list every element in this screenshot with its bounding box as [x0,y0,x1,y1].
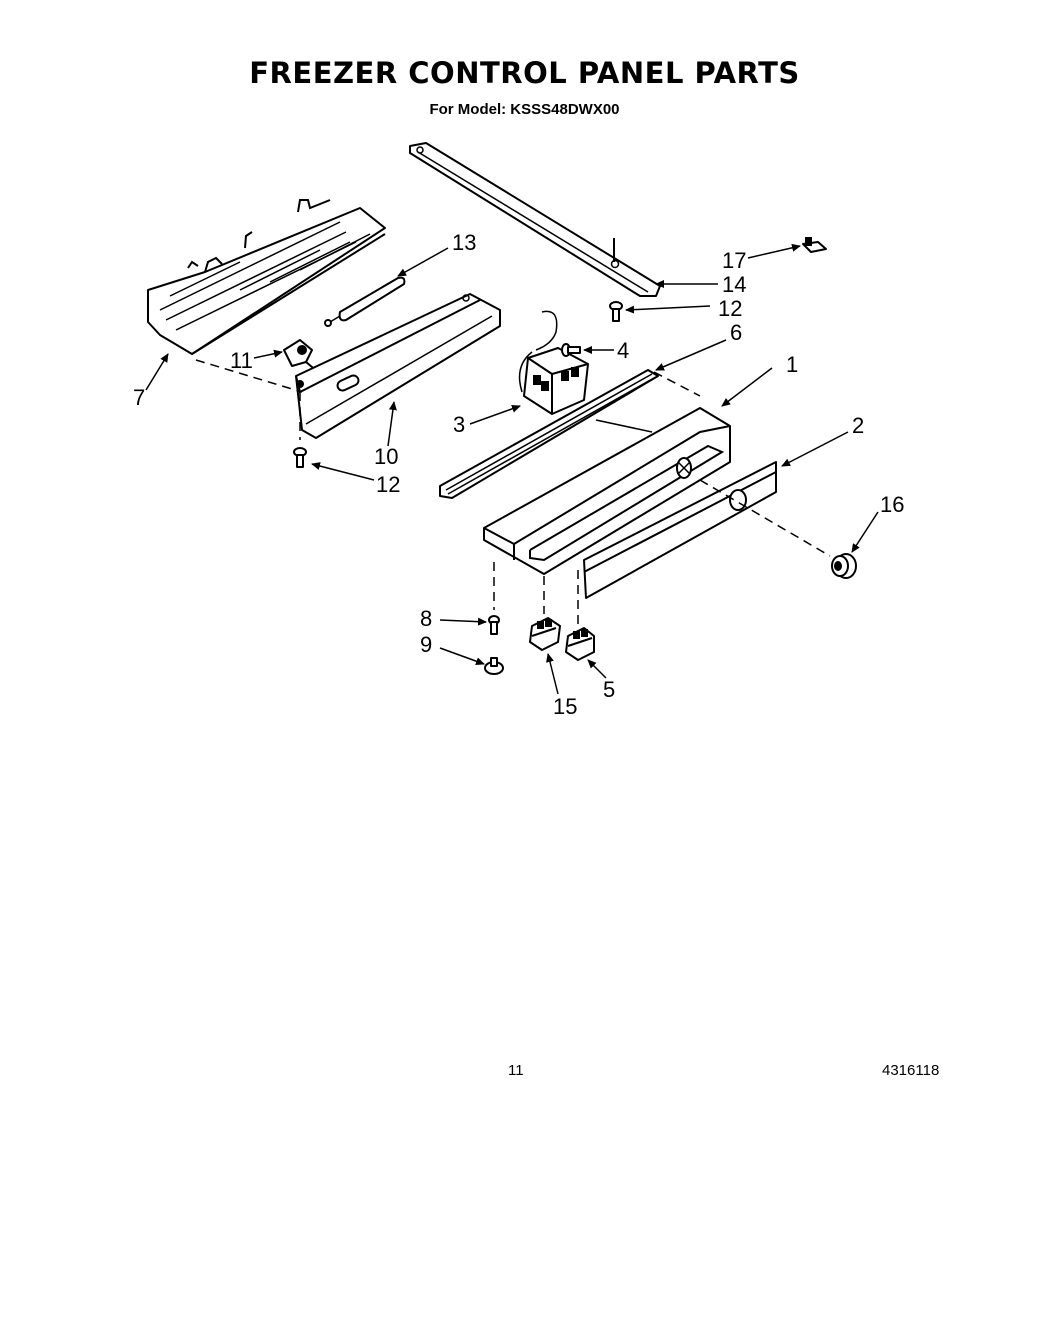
part-17-clip [802,237,827,253]
part-5-switch [565,627,595,661]
page-number: 11 [508,1062,524,1079]
part-6-strip [439,369,659,499]
callout-4: 4 [617,338,629,363]
part-16-knob [831,553,857,579]
model-subtitle: For Model: KSSS48DWX00 [429,101,620,118]
callout-6: 6 [730,320,742,345]
callout-8: 8 [420,606,432,631]
callout-12-upper: 12 [718,296,742,321]
callout-3: 3 [453,412,465,437]
callout-5: 5 [603,677,615,702]
callout-7: 7 [133,385,145,410]
callout-9: 9 [420,632,432,657]
callout-1: 1 [786,352,798,377]
callout-11: 11 [230,348,253,373]
document-number: 4316118 [882,1062,940,1079]
callout-14: 14 [722,272,746,297]
part-12-screw-lower [293,447,307,468]
part-7-panel [147,199,386,355]
callout-13: 13 [452,230,476,255]
callout-15: 15 [553,694,577,719]
part-10-channel [295,293,501,439]
part-15-switch [529,617,561,651]
callout-16: 16 [880,492,904,517]
callout-12-lower: 12 [376,472,400,497]
part-1-housing [483,407,731,575]
part-14-bracket [409,142,661,297]
part-12-screw-upper [609,301,623,322]
part-8-screw [488,615,500,635]
page-title: FREEZER CONTROL PANEL PARTS [249,56,800,90]
part-4-screw [561,343,581,357]
part-3-thermostat [518,310,589,415]
callout-2: 2 [852,413,864,438]
callout-10: 10 [374,444,398,469]
callout-17: 17 [722,248,746,273]
part-9-washer [484,657,504,675]
part-13-sensor [324,276,406,327]
part-11-mount [283,339,319,373]
